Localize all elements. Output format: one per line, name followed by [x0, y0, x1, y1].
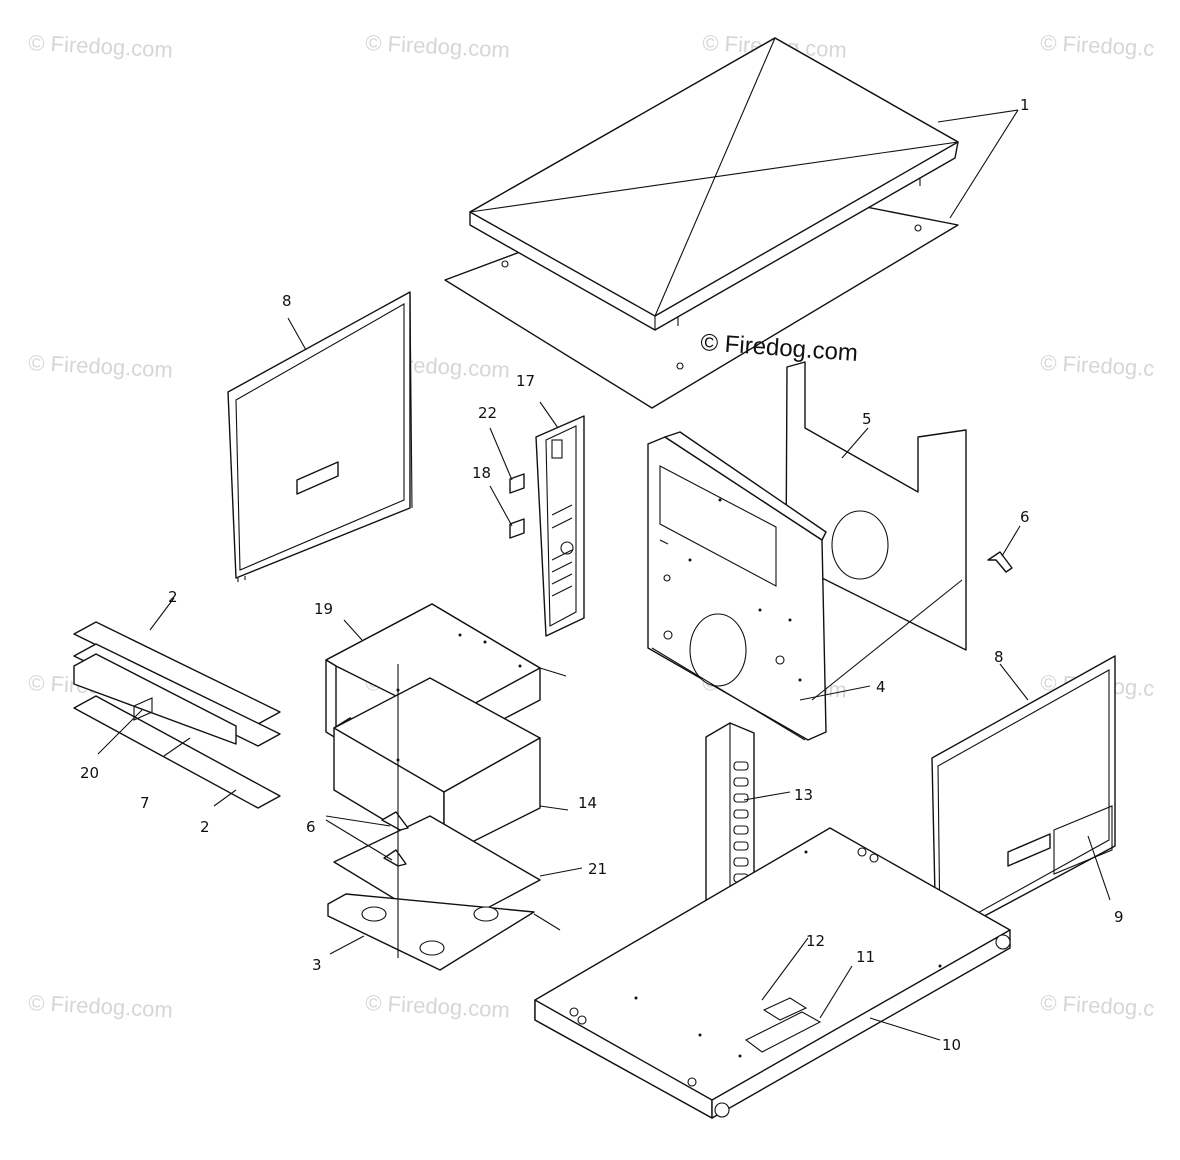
callout-2: 2: [168, 588, 178, 606]
callout-5: 5: [862, 410, 872, 428]
watermark: © Firedog.c: [1040, 990, 1155, 1021]
callout-3: 3: [312, 956, 322, 974]
part-17-control-bar: [509, 415, 585, 637]
callout-10: 10: [942, 1036, 961, 1054]
callout-20: 20: [80, 764, 99, 782]
watermark: © Firedog.com: [28, 350, 174, 383]
part-6-clip: [987, 551, 1013, 573]
part-4-front-frame: [647, 431, 827, 741]
callout-19: 19: [314, 600, 333, 618]
callout-7: 7: [140, 794, 150, 812]
callout-8: 8: [994, 648, 1004, 666]
callout-17: 17: [516, 372, 535, 390]
callout-11: 11: [856, 948, 875, 966]
callout-4: 4: [876, 678, 886, 696]
callout-8: 8: [282, 292, 292, 310]
callout-12: 12: [806, 932, 825, 950]
watermark: © Firedog.com: [28, 990, 174, 1023]
watermark: © Firedog.c: [1040, 30, 1155, 61]
part-2-7-left-stack: [73, 621, 281, 809]
callout-1: 1: [1020, 96, 1030, 114]
watermark: © Firedog.com: [365, 30, 511, 63]
callout-2: 2: [200, 818, 210, 836]
callout-9: 9: [1114, 908, 1124, 926]
callout-13: 13: [794, 786, 813, 804]
watermark: © Firedog.com: [28, 30, 174, 63]
callout-22: 22: [478, 404, 497, 422]
part-19-14-21-3-center-stack: [325, 603, 541, 971]
part-5-back-panel: [785, 361, 967, 651]
callout-14: 14: [578, 794, 597, 812]
callout-6: 6: [1020, 508, 1030, 526]
callout-labels: 1 2 2 3 4 5 6 6 7 8 8 9 10 11 12 13 14 1…: [80, 96, 1124, 1054]
callout-21: 21: [588, 860, 607, 878]
callout-18: 18: [472, 464, 491, 482]
part-1-top-cover: [444, 37, 959, 409]
part-10-base-plate: [534, 827, 1011, 1119]
leader-lines: [97, 109, 1111, 1041]
watermark: © Firedog.c: [1040, 350, 1155, 381]
part-8-right-side-panel: [931, 655, 1116, 943]
part-8-left-side-panel: [227, 291, 413, 582]
watermark: © Firedog.com: [365, 990, 511, 1023]
callout-6: 6: [306, 818, 316, 836]
